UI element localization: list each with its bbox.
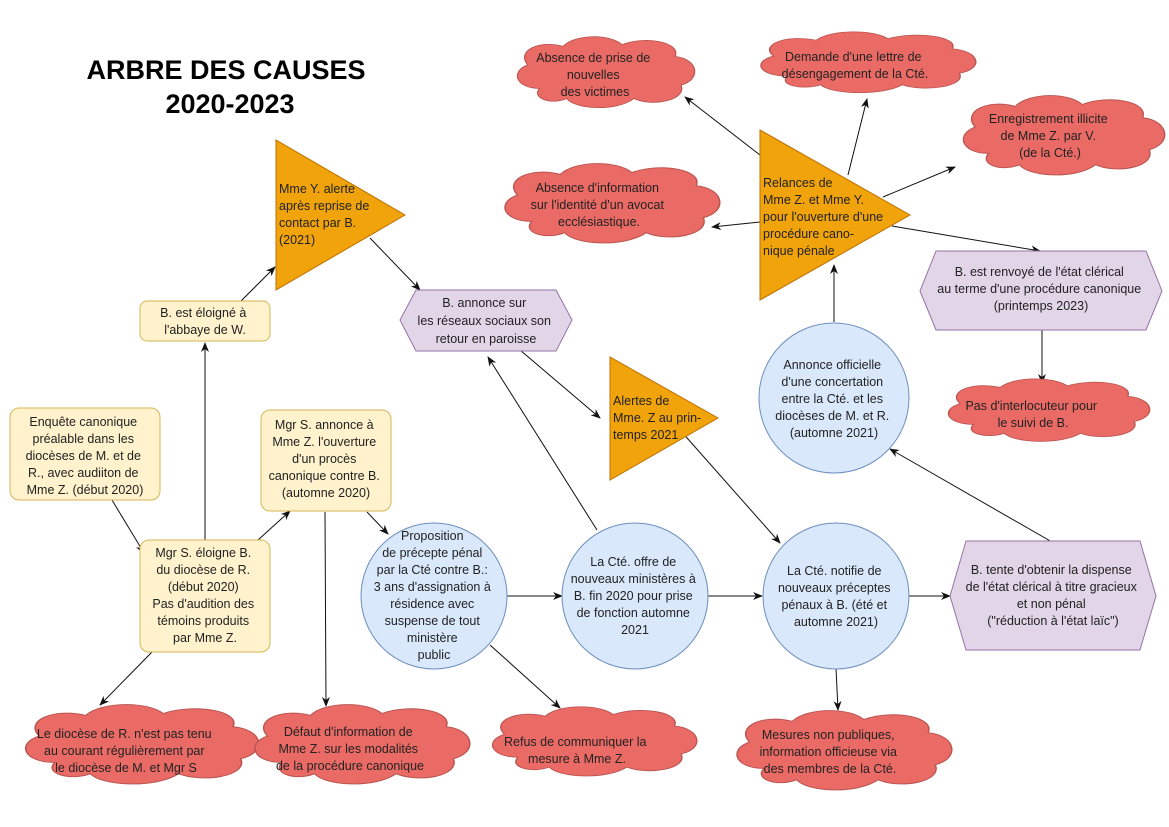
svg-text:B. tente d'obtenir la dispense: B. tente d'obtenir la dispense de l'état… (966, 563, 1141, 628)
edge-relances-enregistrement (882, 166, 956, 198)
edge-mmey-bannonce (369, 237, 421, 291)
node-annonce-officielle: Annonce officielle d'une concertation en… (758, 322, 910, 474)
svg-text:Demande d'une lettre de: Demande d'une lettre de désengagement de… (782, 50, 929, 81)
edge-relances-absence-prise (684, 96, 761, 156)
cloud-demande-lettre: Demande d'une lettre de désengagement de… (760, 31, 977, 94)
svg-text:Mesures non publiques, i: Mesures non publiques, information offic… (760, 728, 901, 776)
svg-text:Enquête canonique préala: Enquête canonique préalable dans les dio… (26, 415, 145, 497)
svg-text:Mme Y. alerte après repr: Mme Y. alerte après reprise de contact p… (279, 182, 373, 247)
cloud-absence-prise: Absence de prise de nouvelles des victim… (516, 36, 696, 109)
edge-offre-bannonce (487, 356, 598, 531)
svg-text:Pas d'interlocuteur pour: Pas d'interlocuteur pour le suivi de B. (965, 399, 1100, 430)
cloud-refus: Refus de communiquer la mesure à Mme Z. (491, 706, 698, 777)
cloud-enregistrement: Enregistrement illicite de Mme Z. par V.… (962, 94, 1166, 176)
node-cte-notifie: La Cté. notifie de nouveaux préceptes pé… (762, 522, 910, 670)
svg-text:Annonce officielle d'une: Annonce officielle d'une concertation en… (775, 358, 892, 440)
edge-alertes-notifie (679, 429, 781, 544)
node-relances: Relances de Mme Z. et Mme Y. pour l'ouve… (759, 129, 912, 301)
node-b-annonce: B. annonce sur les réseaux sociaux son r… (399, 289, 573, 352)
cloud-mesures: Mesures non publiques, information offic… (736, 709, 953, 791)
cloud-absence-info: Absence d'information sur l'identité d'u… (504, 162, 721, 244)
edges (99, 96, 1053, 711)
edge-bannonce-alertes (519, 349, 601, 419)
edge-eloigne-w-mmey (239, 266, 276, 303)
svg-text:Le diocèse de R. n'est pas ten: Le diocèse de R. n'est pas tenu au coura… (37, 727, 215, 775)
cloud-diocese-r: Le diocèse de R. n'est pas tenu au coura… (24, 703, 260, 785)
edge-annonce-defaut (321, 511, 330, 707)
svg-text:Proposition de précepte: Proposition de précepte pénal par la Cté… (374, 529, 495, 662)
svg-text:Absence de prise de nouv: Absence de prise de nouvelles des victim… (536, 51, 653, 99)
svg-text:B. est éloigné à l'abbay: B. est éloigné à l'abbaye de W. (160, 306, 250, 337)
node-eloigne-abbaye: B. est éloigné à l'abbaye de W. (139, 300, 271, 342)
diagram-title-line1: ARBRE DES CAUSES (86, 55, 365, 85)
edge-mgr-diocese-r (99, 651, 153, 706)
svg-text:Mgr S. éloigne B. du dio: Mgr S. éloigne B. du diocèse de R. (débu… (152, 546, 257, 645)
node-proposition: Proposition de précepte pénal par la Cté… (360, 522, 508, 670)
diagram-title-line2: 2020-2023 (165, 89, 294, 119)
svg-text:Défaut d'information de: Défaut d'information de Mme Z. sur les m… (276, 725, 424, 773)
edge-enquete-mgr (111, 499, 145, 554)
edge-mgr-annonce (257, 510, 291, 541)
svg-text:B. annonce sur les résea: B. annonce sur les réseaux sociaux son r… (418, 296, 555, 346)
svg-text:Relances de Mme Z. et Mm: Relances de Mme Z. et Mme Y. pour l'ouve… (763, 176, 887, 258)
svg-text:Absence d'information su: Absence d'information sur l'identité d'u… (531, 181, 668, 229)
edge-annonce-proposition (366, 511, 389, 535)
svg-text:La Cté. offre de nouveau: La Cté. offre de nouveaux ministères à B… (571, 555, 700, 637)
edge-proposition-refus (489, 644, 561, 709)
svg-text:Mgr S. annonce à Mme Z.: Mgr S. annonce à Mme Z. l'ouverture d'un… (269, 418, 384, 500)
node-cte-offre: La Cté. offre de nouveaux ministères à B… (561, 522, 709, 670)
svg-text:B. est renvoyé de l'état cléri: B. est renvoyé de l'état clérical au ter… (937, 265, 1144, 313)
edge-relances-demande (847, 98, 869, 176)
node-b-tente: B. tente d'obtenir la dispense de l'état… (949, 540, 1157, 651)
edge-notifie-mesures (833, 667, 842, 711)
svg-text:Alertes de Mme. Z au pri: Alertes de Mme. Z au prin- temps 2021 (613, 394, 705, 442)
edge-relances-renvoye (891, 225, 1041, 254)
edge-tente-annonce (889, 448, 1053, 543)
svg-text:Enregistrement illicite: Enregistrement illicite de Mme Z. par V.… (989, 112, 1111, 160)
node-enquete: Enquête canonique préalable dans les dio… (9, 407, 161, 501)
edge-relances-absence-info (711, 221, 761, 231)
node-b-renvoye: B. est renvoyé de l'état clérical au ter… (919, 250, 1163, 331)
svg-text:Refus de communiquer la: Refus de communiquer la mesure à Mme Z. (504, 735, 650, 766)
node-mgr-annonce: Mgr S. annonce à Mme Z. l'ouverture d'un… (260, 409, 392, 512)
cloud-defaut-info: Défaut d'information de Mme Z. sur les m… (254, 703, 471, 785)
svg-text:La Cté. notifie de nouve: La Cté. notifie de nouveaux préceptes pé… (778, 564, 894, 629)
cloud-pas-interlocuteur: Pas d'interlocuteur pour le suivi de B. (947, 378, 1151, 443)
node-alertes-mme-z: Alertes de Mme. Z au prin- temps 2021 (609, 356, 720, 481)
node-mme-y-alerte: Mme Y. alerte après reprise de contact p… (275, 139, 406, 291)
node-mgr-eloigne: Mgr S. éloigne B. du diocèse de R. (débu… (139, 539, 271, 653)
